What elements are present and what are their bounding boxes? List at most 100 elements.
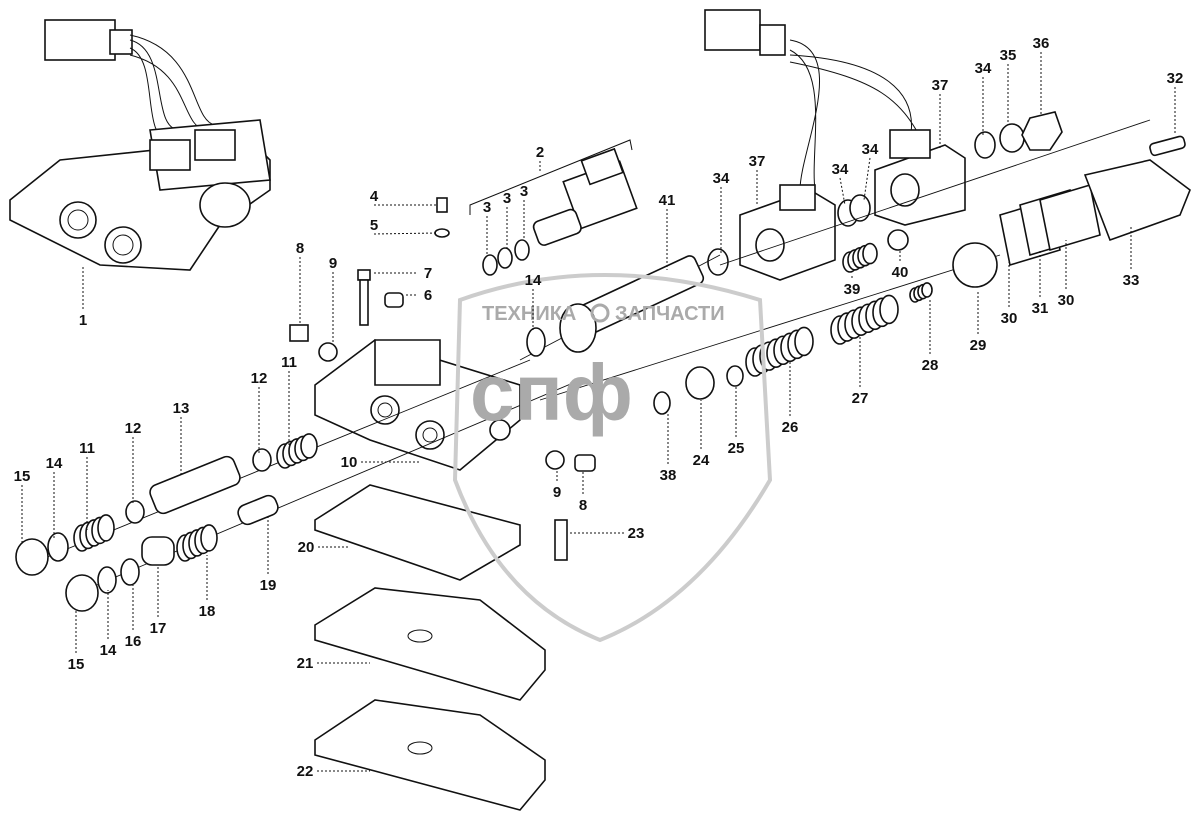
callout-9: 9 <box>329 255 337 345</box>
part-number: 12 <box>251 370 268 387</box>
lower-spool-row <box>65 379 581 612</box>
callout-34: 34 <box>713 170 730 255</box>
part-number: 9 <box>553 484 561 501</box>
callout-37: 37 <box>749 153 766 205</box>
watermark-text-left: ТЕХНИКА <box>482 303 576 325</box>
part-number: 14 <box>525 272 542 289</box>
solenoid-coils <box>704 9 1151 281</box>
callout-39: 39 <box>844 275 861 298</box>
callout-12: 12 <box>125 420 141 505</box>
part-number: 9 <box>329 255 337 272</box>
callout-18: 18 <box>199 555 215 620</box>
spring-coil <box>862 242 878 265</box>
part-number: 11 <box>281 354 297 371</box>
callout-15: 15 <box>68 610 85 673</box>
part-number: 26 <box>782 419 799 436</box>
part-number: 30 <box>1001 310 1018 327</box>
callout-1: 1 <box>79 265 87 329</box>
part-number: 27 <box>852 390 869 407</box>
part-number: 2 <box>536 144 544 161</box>
part-number: 13 <box>173 400 190 417</box>
part-number: 14 <box>46 455 63 472</box>
callout-6: 6 <box>405 287 432 304</box>
part-number: 10 <box>341 454 358 471</box>
part-number: 37 <box>749 153 766 170</box>
callout-5: 5 <box>370 217 437 235</box>
callout-37: 37 <box>932 77 949 150</box>
part-number: 34 <box>862 141 879 158</box>
upper-spool-row <box>15 359 531 576</box>
callout-30: 30 <box>1058 240 1075 309</box>
plates <box>314 484 568 811</box>
leader-line <box>863 157 871 201</box>
callout-11: 11 <box>281 354 297 445</box>
callout-25: 25 <box>728 385 744 457</box>
part-number: 31 <box>1032 300 1049 317</box>
small-parts <box>289 197 596 472</box>
part-number: 3 <box>503 190 511 207</box>
part-number: 15 <box>68 656 85 673</box>
solenoid-cartridge <box>469 139 638 276</box>
callout-12: 12 <box>251 370 268 455</box>
spring-coil <box>97 514 115 542</box>
callout-29: 29 <box>970 290 987 354</box>
part-number: 24 <box>693 452 710 469</box>
gear-icon <box>590 303 610 323</box>
callout-34: 34 <box>862 141 879 201</box>
part-number: 30 <box>1058 292 1075 309</box>
spring-coil <box>794 326 814 357</box>
leader-line <box>373 232 437 235</box>
callout-35: 35 <box>1000 47 1016 125</box>
callout-36: 36 <box>1033 35 1050 115</box>
spring-coil <box>921 282 933 298</box>
part-number: 3 <box>520 183 528 200</box>
part-number: 1 <box>79 312 87 329</box>
part-number: 8 <box>579 497 587 514</box>
callout-30: 30 <box>1001 258 1018 327</box>
part-number: 34 <box>713 170 730 187</box>
part-number: 14 <box>100 642 117 659</box>
part-number: 36 <box>1033 35 1050 52</box>
part-number: 41 <box>659 192 676 209</box>
callout-9: 9 <box>553 470 561 501</box>
callout-20: 20 <box>298 539 350 556</box>
part-number: 28 <box>922 357 939 374</box>
part-number: 39 <box>844 281 861 298</box>
leader-line <box>839 177 846 206</box>
callout-3: 3 <box>520 183 528 240</box>
callout-24: 24 <box>693 400 710 469</box>
part-number: 11 <box>79 440 95 457</box>
callout-14: 14 <box>100 590 117 659</box>
part-number: 29 <box>970 337 987 354</box>
callout-3: 3 <box>503 190 511 248</box>
part-number: 19 <box>260 577 277 594</box>
callout-8: 8 <box>579 472 587 514</box>
callout-34: 34 <box>975 60 992 135</box>
part-number: 4 <box>370 188 379 205</box>
callout-34: 34 <box>832 161 849 206</box>
part-number: 37 <box>932 77 949 94</box>
callout-38: 38 <box>660 413 677 484</box>
part-number: 22 <box>297 763 314 780</box>
callout-2: 2 <box>536 144 544 172</box>
valve-body <box>314 339 521 471</box>
watermark-logo: спф <box>470 348 633 437</box>
part-number: 34 <box>832 161 849 178</box>
callout-21: 21 <box>297 655 370 672</box>
callout-41: 41 <box>659 192 676 270</box>
callout-15: 15 <box>14 468 30 545</box>
callout-17: 17 <box>150 565 166 637</box>
part-number: 33 <box>1123 272 1140 289</box>
callout-22: 22 <box>297 763 370 780</box>
part-number: 16 <box>125 633 142 650</box>
callout-28: 28 <box>922 300 939 374</box>
callout-8: 8 <box>296 240 304 325</box>
part-number: 38 <box>660 467 677 484</box>
callout-27: 27 <box>852 335 869 407</box>
callout-3: 3 <box>483 199 491 255</box>
callout-14: 14 <box>46 455 63 540</box>
part-number: 40 <box>892 264 909 281</box>
